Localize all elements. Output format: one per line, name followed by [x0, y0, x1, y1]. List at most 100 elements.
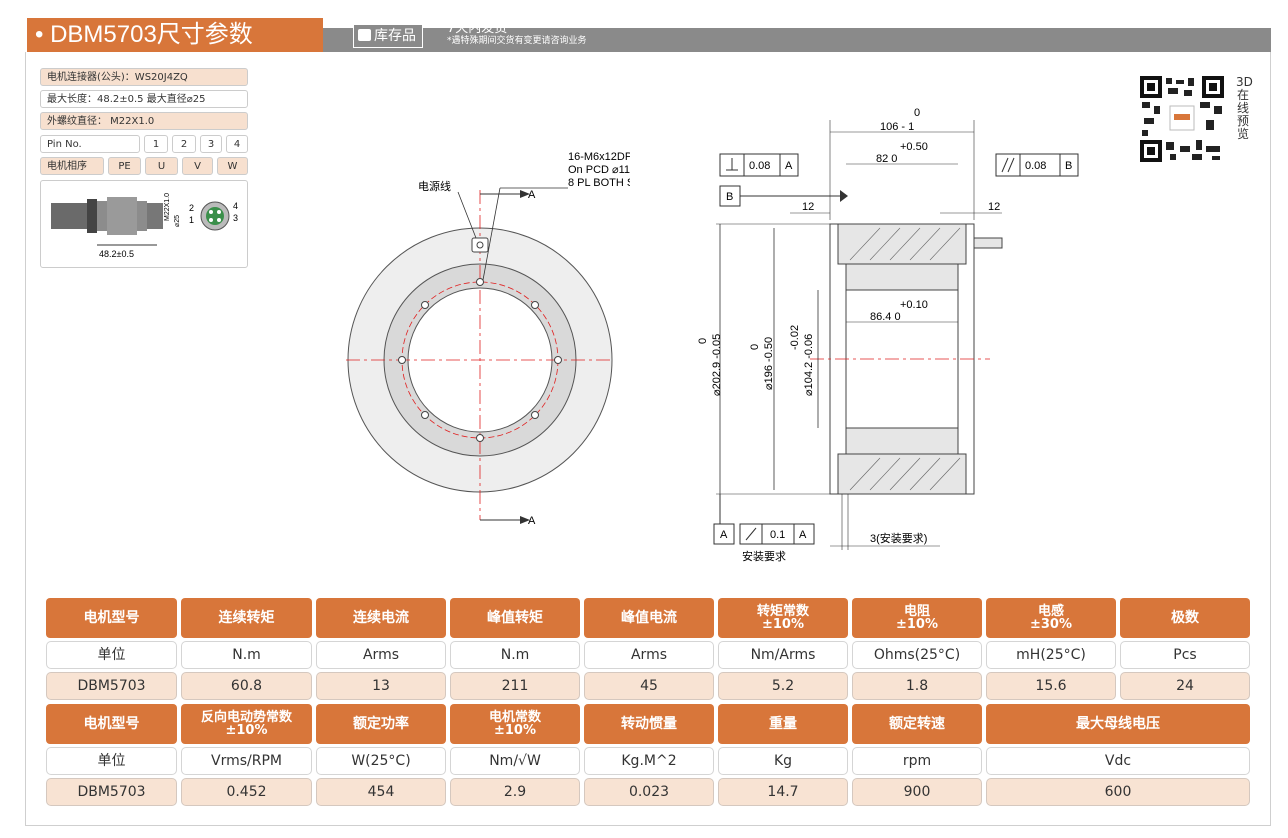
header-cell: 峰值电流: [584, 598, 714, 638]
dim-12-right: 12: [988, 201, 1000, 213]
unit-cell: Vrms/RPM: [181, 747, 312, 775]
unit-cell: Kg.M^2: [584, 747, 714, 775]
unit-cell: Ohms(25°C): [852, 641, 982, 669]
length-dim: 48.2±0.5: [99, 249, 134, 259]
page-header: • DBM5703尺寸参数 库存品 7天内发货 *遇特殊期间交货有变更请咨询业务: [27, 18, 1271, 52]
pin-cell: 4: [226, 135, 248, 153]
header-cell: 峰值转矩: [450, 598, 580, 638]
flatness-ref: A: [785, 160, 793, 172]
power-cable-label: 电源线: [418, 179, 451, 193]
holes-spec-3: 8 PL BOTH SIDES: [568, 177, 630, 189]
value-cell: 15.6: [986, 672, 1116, 700]
value-cell: DBM5703: [46, 672, 177, 700]
spec-header-row-1: 电机型号 连续转矩 连续电流 峰值转矩 峰值电流 转矩常数±10% 电阻±10%…: [46, 598, 1250, 638]
header-cell: 连续转矩: [181, 598, 312, 638]
phase-cell: W: [217, 157, 248, 175]
header-cell: 电机常数±10%: [450, 704, 580, 744]
unit-cell: Arms: [584, 641, 714, 669]
dim-106-tol: 0: [914, 107, 920, 119]
side-view-drawing: 0 106 - 1 +0.50 82 0 0.08 A 0.08 B B 12 …: [697, 107, 1079, 563]
datum-a: A: [720, 529, 728, 541]
value-cell: 14.7: [718, 778, 848, 806]
unit-cell: N.m: [181, 641, 312, 669]
install-requirement: 安装要求: [742, 549, 786, 563]
runout-value: 0.1: [770, 529, 785, 541]
header-cell: 极数: [1120, 598, 1250, 638]
parallel-ref: B: [1065, 160, 1072, 172]
holes-spec-2: On PCD ⌀117.25: [568, 164, 630, 176]
value-cell: 45: [584, 672, 714, 700]
section-a-bottom: A: [528, 515, 536, 527]
spec-value-row-1: DBM5703 60.8 13 211 45 5.2 1.8 15.6 24: [46, 672, 1250, 700]
value-cell: 5.2: [718, 672, 848, 700]
header-cell: 额定功率: [316, 704, 446, 744]
spec-unit-row-2: 单位 Vrms/RPM W(25°C) Nm/√W Kg.M^2 Kg rpm …: [46, 747, 1250, 775]
content-frame: [25, 52, 1271, 826]
dim-82-tol: +0.50: [900, 141, 928, 153]
unit-cell: Pcs: [1120, 641, 1250, 669]
unit-cell: W(25°C): [316, 747, 446, 775]
pin-cell: 1: [144, 135, 168, 153]
dim-82: 82 0: [876, 153, 897, 165]
header-cell: 重量: [718, 704, 848, 744]
spec-unit-row-1: 单位 N.m Arms N.m Arms Nm/Arms Ohms(25°C) …: [46, 641, 1250, 669]
pin2-label: 2: [189, 203, 194, 213]
front-view-drawing: A A 电源线 16-M6x12DP EQS On PCD ⌀117.25 8 …: [346, 151, 630, 527]
qr-code[interactable]: [1140, 76, 1224, 162]
value-cell: 0.452: [181, 778, 312, 806]
parallel-value: 0.08: [1025, 160, 1046, 172]
value-cell: 60.8: [181, 672, 312, 700]
header-cell: 电机型号: [46, 598, 177, 638]
value-cell: DBM5703: [46, 778, 177, 806]
connector-svg: 48.2±0.5 M22X1.0 ⌀25 2 1 4 3: [51, 193, 238, 259]
dia-1042-tol: -0.02: [789, 325, 801, 350]
delivery-info: 7天内发货 *遇特殊期间交货有变更请咨询业务: [447, 22, 587, 47]
value-cell: 13: [316, 672, 446, 700]
header-bar: [323, 28, 1271, 52]
value-cell: 0.023: [584, 778, 714, 806]
unit-cell: Nm/√W: [450, 747, 580, 775]
dim-3-install: 3(安装要求): [870, 531, 927, 545]
value-cell: 1.8: [852, 672, 982, 700]
unit-cell: rpm: [852, 747, 982, 775]
dim-864: 86.4 0: [870, 311, 901, 323]
unit-cell: Vdc: [986, 747, 1250, 775]
qr-caption: 3D在线预览: [1236, 75, 1253, 141]
value-cell: 600: [986, 778, 1250, 806]
header-cell: 最大母线电压: [986, 704, 1250, 744]
page-title: • DBM5703尺寸参数: [27, 18, 323, 52]
header-cell: 转矩常数±10%: [718, 598, 848, 638]
stock-badge: 库存品: [353, 24, 423, 48]
phase-cell: V: [182, 157, 213, 175]
connector-drawing: 48.2±0.5 M22X1.0 ⌀25 2 1 4 3: [40, 180, 248, 268]
unit-cell: N.m: [450, 641, 580, 669]
dim-106: 106 - 1: [880, 121, 914, 133]
pin4-label: 4: [233, 201, 238, 211]
value-cell: 2.9: [450, 778, 580, 806]
d25-dim: ⌀25: [174, 215, 181, 227]
value-cell: 24: [1120, 672, 1250, 700]
dia-196: ⌀196 -0.50: [763, 337, 775, 390]
header-cell: 转动惯量: [584, 704, 714, 744]
pin-header: Pin No.: [40, 135, 140, 153]
header-cell: 电感±30%: [986, 598, 1116, 638]
holes-spec-1: 16-M6x12DP EQS: [568, 151, 630, 163]
unit-cell: mH(25°C): [986, 641, 1116, 669]
phase-cell: PE: [108, 157, 141, 175]
unit-cell: Kg: [718, 747, 848, 775]
connector-panel: 电机连接器(公头)：WS20J4ZQ 最大长度：48.2±0.5 最大直径⌀25…: [40, 68, 250, 268]
connector-model: 电机连接器(公头)：WS20J4ZQ: [40, 68, 248, 86]
dim-864-tol: +0.10: [900, 299, 928, 311]
connector-length: 最大长度：48.2±0.5 最大直径⌀25: [40, 90, 248, 108]
m22-dim: M22X1.0: [164, 193, 171, 221]
dia-196-tol: 0: [749, 344, 761, 350]
package-icon: [358, 29, 371, 41]
unit-cell: Nm/Arms: [718, 641, 848, 669]
pin-cell: 3: [200, 135, 222, 153]
header-cell: 额定转速: [852, 704, 982, 744]
pin-number-row-ext: [40, 135, 250, 153]
header-cell: 电机型号: [46, 704, 177, 744]
datum-b: B: [726, 191, 733, 203]
dia-2029-tol: 0: [697, 338, 709, 344]
phase-row: 电机相序 PE U V W: [40, 157, 250, 175]
